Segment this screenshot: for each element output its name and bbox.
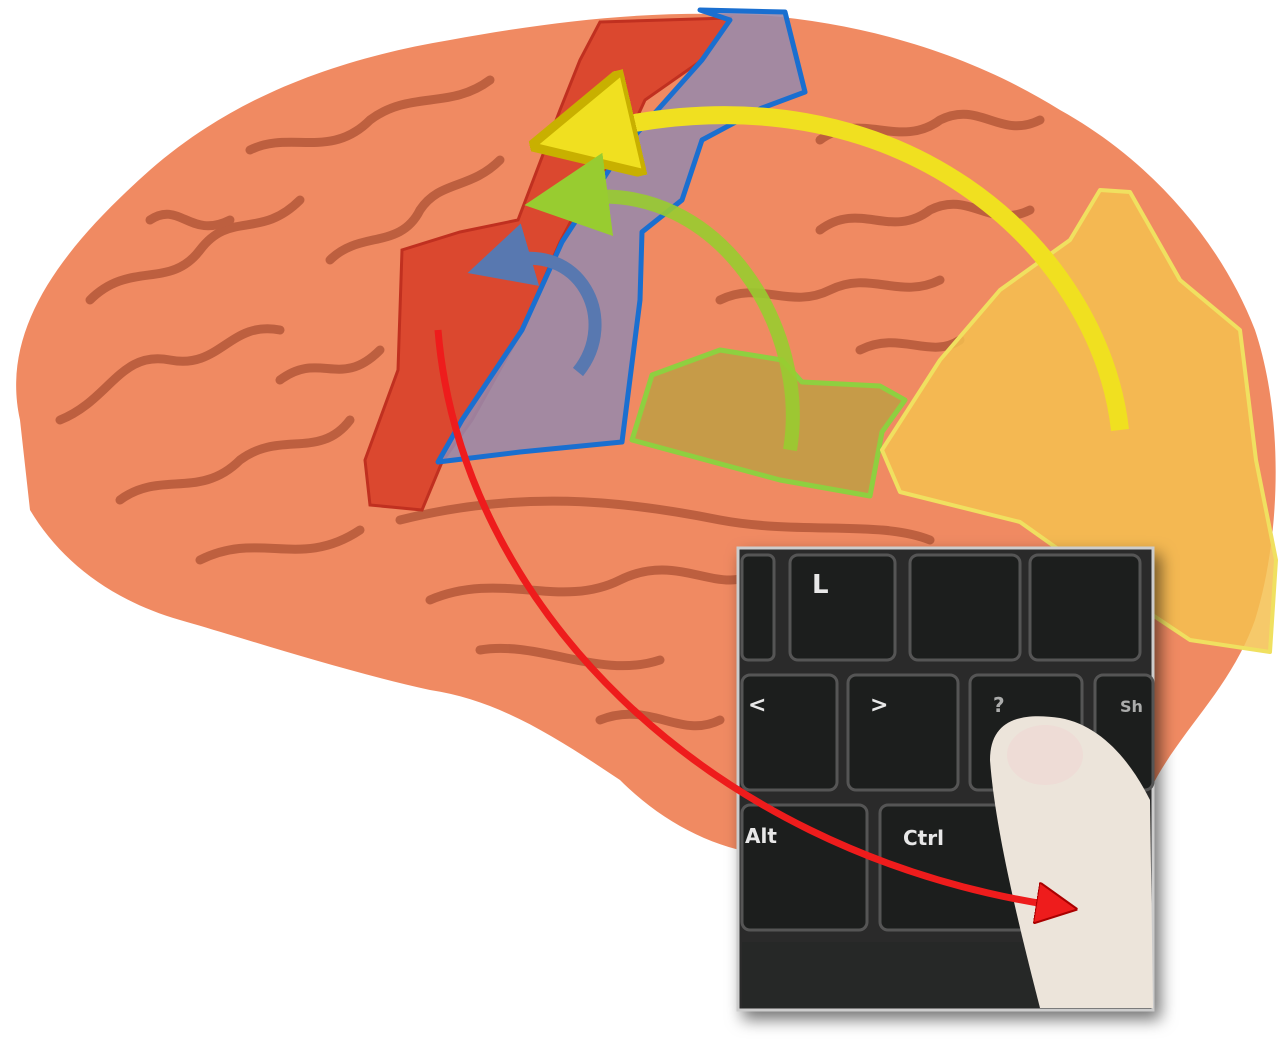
- visual-cortex-region: [880, 188, 1278, 654]
- key-semicolon: [908, 553, 1022, 662]
- key-alt-label: Alt: [745, 824, 777, 848]
- key-partial: [740, 553, 776, 662]
- key-l: [788, 553, 897, 662]
- key-shift-label: Sh: [1120, 697, 1143, 716]
- fingernail: [1007, 725, 1083, 785]
- key-ctrl-label: Ctrl: [903, 826, 944, 850]
- green-arrow: [524, 152, 800, 452]
- key-question-label: ?: [993, 693, 1005, 717]
- auditory-cortex-region: [629, 347, 908, 499]
- yellow-arrow: [600, 115, 1129, 432]
- red-arrow: [434, 329, 1050, 905]
- key-alt: [740, 803, 869, 932]
- key-lt: [740, 673, 839, 792]
- keyboard-keys: [740, 553, 1155, 1008]
- key-gt-label: >: [870, 693, 888, 718]
- finger: [990, 716, 1153, 1008]
- key-l-label: L: [812, 570, 829, 600]
- key-lt-label: <: [748, 693, 766, 718]
- key-quote: [1028, 553, 1142, 662]
- blue-arrow: [467, 223, 602, 377]
- key-gt: [846, 673, 960, 792]
